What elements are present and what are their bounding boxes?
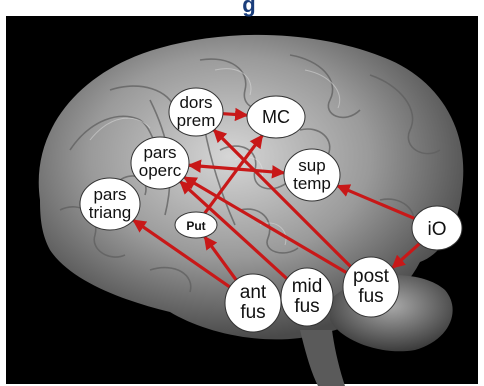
node-pars-triang[interactable]: pars triang: [80, 178, 140, 230]
node-sup-temp[interactable]: sup temp: [284, 149, 340, 201]
node-dors-prem[interactable]: dors prem: [169, 88, 223, 136]
node-put[interactable]: Put: [175, 212, 217, 238]
node-put-label: Put: [186, 219, 205, 233]
node-pars-operc-line2: operc: [139, 161, 182, 180]
node-sup-temp-line2: temp: [293, 174, 331, 193]
node-io[interactable]: iO: [412, 206, 462, 250]
node-mid-fus-line2: fus: [294, 296, 319, 317]
node-io-label: iO: [428, 219, 447, 240]
node-post-fus-line1: post: [353, 266, 390, 287]
node-mc-label: MC: [262, 107, 290, 127]
node-ant-fus-line1: ant: [240, 282, 267, 303]
node-mid-fus[interactable]: mid fus: [281, 268, 333, 326]
node-dors-prem-line2: prem: [177, 111, 216, 130]
node-pars-operc[interactable]: pars operc: [131, 137, 189, 189]
arrow-dors-prem-to-mc: [223, 114, 247, 116]
node-mid-fus-line1: mid: [292, 276, 323, 297]
node-ant-fus-line2: fus: [240, 302, 265, 323]
node-pars-triang-line1: pars: [93, 185, 126, 204]
node-dors-prem-line1: dors: [179, 93, 212, 112]
node-ant-fus[interactable]: ant fus: [225, 274, 281, 332]
node-post-fus[interactable]: post fus: [343, 257, 399, 317]
node-pars-operc-line1: pars: [143, 143, 176, 162]
node-pars-triang-line2: triang: [89, 203, 132, 222]
node-mc[interactable]: MC: [247, 96, 305, 138]
node-post-fus-line2: fus: [358, 286, 383, 307]
node-sup-temp-line1: sup: [298, 156, 325, 175]
title-fragment: g: [242, 0, 255, 17]
